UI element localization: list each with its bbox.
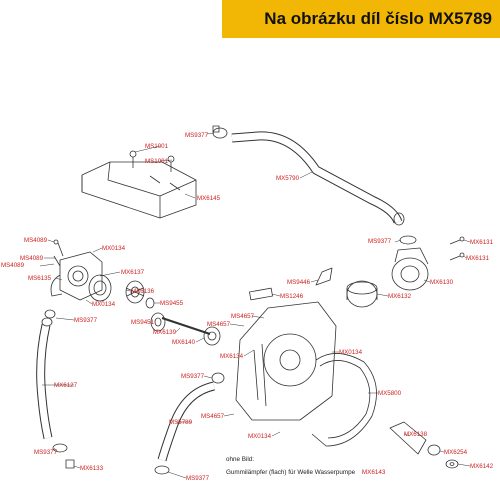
label-ms9451: MS9451 bbox=[131, 319, 155, 326]
thermostat-housing-mx6130 bbox=[391, 235, 429, 291]
shaft-mx6139 bbox=[161, 317, 211, 335]
label-ms9377: MS9377 bbox=[186, 475, 210, 482]
label-mx6145: MX6145 bbox=[197, 195, 221, 202]
label-mx6138: MX6138 bbox=[404, 431, 428, 438]
footnote-text: Gummilämpfer (flach) für Welle Wasserpum… bbox=[226, 469, 385, 476]
label-mx6133: MX6133 bbox=[80, 465, 104, 472]
label-mx6131: MX6131 bbox=[470, 239, 494, 246]
label-ms6135: MS6135 bbox=[28, 275, 52, 282]
label-mx6139: MX6139 bbox=[153, 329, 177, 336]
label-mx6142: MX6142 bbox=[470, 463, 494, 470]
label-ms4657: MS4657 bbox=[231, 313, 255, 320]
label-mx0134: MX0134 bbox=[248, 433, 272, 440]
bearing-mx6140 bbox=[203, 326, 221, 346]
label-mx6254: MX6254 bbox=[444, 449, 468, 456]
footnote-heading: ohne Bild: bbox=[226, 456, 255, 463]
part-mx6254 bbox=[427, 444, 441, 456]
cap-mx6132 bbox=[346, 280, 378, 308]
label-mx0134: MX0134 bbox=[102, 245, 126, 252]
label-ms5789: MS5789 bbox=[169, 419, 193, 426]
label-mx5800: MX5800 bbox=[378, 390, 402, 397]
bolts-mx6131 bbox=[449, 236, 465, 261]
label-mx6136: MX6136 bbox=[131, 288, 155, 295]
label-ms1001: MS1001 bbox=[145, 158, 169, 165]
label-ms1001: MS1001 bbox=[145, 143, 169, 150]
page-title: Na obrázku díl číslo MX5789 bbox=[264, 9, 492, 28]
label-ms9455: MS9455 bbox=[160, 300, 184, 307]
label-ms9377: MS9377 bbox=[185, 132, 209, 139]
footnote-description: Gummilämpfer (flach) für Welle Wasserpum… bbox=[226, 469, 356, 476]
label-mx6132: MX6132 bbox=[388, 293, 412, 300]
label-ms1246: MS1246 bbox=[280, 293, 304, 300]
label-mx0134: MX0134 bbox=[339, 349, 363, 356]
label-ms4089: MS4089 bbox=[1, 262, 25, 269]
label-ms9446: MS9446 bbox=[287, 279, 311, 286]
label-ms9377: MS9377 bbox=[34, 449, 58, 456]
label-mx5790: MX5790 bbox=[276, 175, 300, 182]
gasket-mx5800 bbox=[311, 353, 377, 447]
hose-mx6127 bbox=[36, 309, 75, 469]
label-mx6130: MX6130 bbox=[430, 279, 454, 286]
sensor-ms9446 bbox=[315, 267, 333, 286]
plug-mx6138 bbox=[389, 421, 427, 455]
label-ms9377: MS9377 bbox=[181, 373, 205, 380]
cover-mx6145 bbox=[81, 150, 197, 219]
leader-lines bbox=[39, 132, 471, 479]
label-ms4657: MS4657 bbox=[201, 413, 225, 420]
seal-ms9455 bbox=[145, 297, 155, 309]
gasket-mx6137 bbox=[88, 274, 112, 302]
label-ms9377: MS9377 bbox=[368, 238, 392, 245]
hose-mx5790 bbox=[231, 131, 405, 226]
clamp-top bbox=[212, 125, 228, 139]
part-labels: MS9377 MS1001 MS1001 MX5790 MX6145 MS408… bbox=[1, 132, 494, 482]
footnote-part-number: MX6143 bbox=[361, 469, 386, 476]
washer-mx6142 bbox=[445, 459, 459, 469]
label-mx6137: MX6137 bbox=[121, 269, 145, 276]
label-mx6140: MX6140 bbox=[172, 339, 196, 346]
fitting-ms1246 bbox=[249, 287, 273, 301]
label-mx6131: MX6131 bbox=[466, 255, 490, 262]
title-banner: Na obrázku díl číslo MX5789 bbox=[222, 0, 500, 38]
label-mx6127: MX6127 bbox=[54, 382, 78, 389]
label-ms4089: MS4089 bbox=[20, 255, 44, 262]
label-ms9377: MS9377 bbox=[74, 317, 98, 324]
label-ms4089: MS4089 bbox=[24, 237, 48, 244]
label-mx0134: MX0134 bbox=[92, 301, 116, 308]
label-mx6134: MX6134 bbox=[220, 353, 244, 360]
label-ms4657: MS4657 bbox=[207, 321, 231, 328]
impeller-mx6136 bbox=[125, 280, 145, 304]
